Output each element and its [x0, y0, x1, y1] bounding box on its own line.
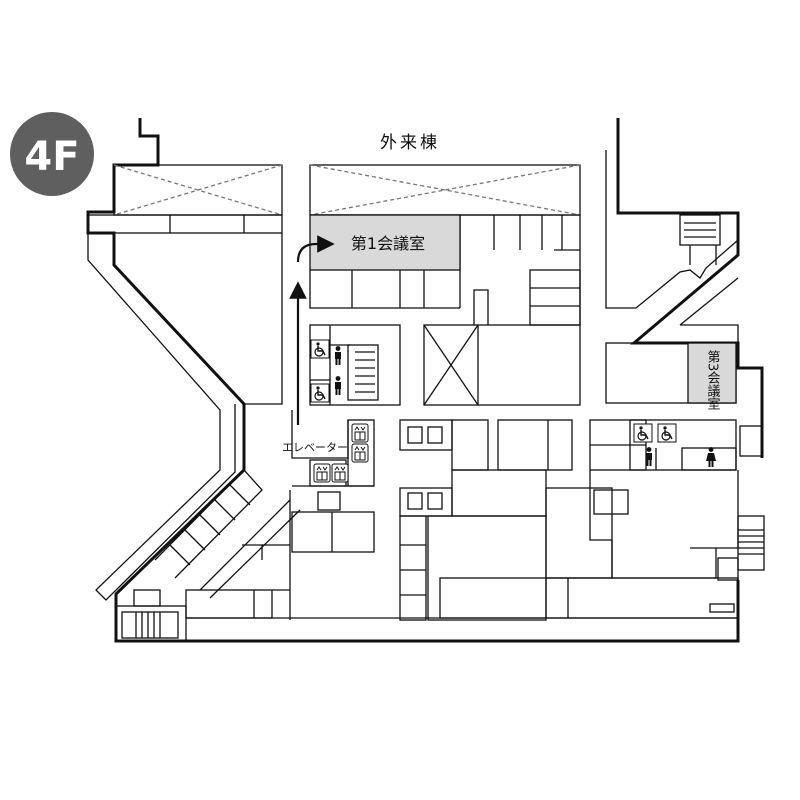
conference-room-1: 第1会議室: [309, 214, 461, 271]
conference-room-3-label: 第3会議室: [705, 350, 721, 411]
mens-restroom-icon: [335, 376, 341, 395]
mens-restroom-icon: [646, 447, 652, 466]
inner-walls: [87, 150, 763, 642]
building-label: 外来棟: [380, 133, 440, 153]
elevator-icon: [313, 463, 331, 483]
floor-badge: 4F: [10, 112, 94, 196]
mens-restroom-icon: [335, 346, 341, 365]
outer-walls: [86, 118, 764, 643]
womens-restroom-icon: [706, 447, 716, 467]
wheelchair-restroom-icon: [657, 423, 677, 443]
route-arrow-icon: [289, 235, 335, 425]
conference-room-1-label: 第1会議室: [351, 234, 425, 253]
elevator-icon: [351, 443, 369, 463]
wheelchair-restroom-icon: [633, 423, 653, 443]
stairs-icon: [121, 611, 179, 639]
floor-badge-circle: [10, 112, 94, 196]
wheelchair-restroom-icon: [310, 383, 330, 403]
elevator-label: エレベーター: [282, 441, 348, 454]
floor-badge-label: 4F: [24, 134, 79, 180]
elevator-icon: [331, 463, 349, 483]
wheelchair-restroom-icon: [310, 339, 330, 359]
conference-room-3: 第3会議室: [687, 342, 737, 411]
stairs-icon: [737, 515, 765, 571]
elevator-icon: [351, 423, 369, 443]
